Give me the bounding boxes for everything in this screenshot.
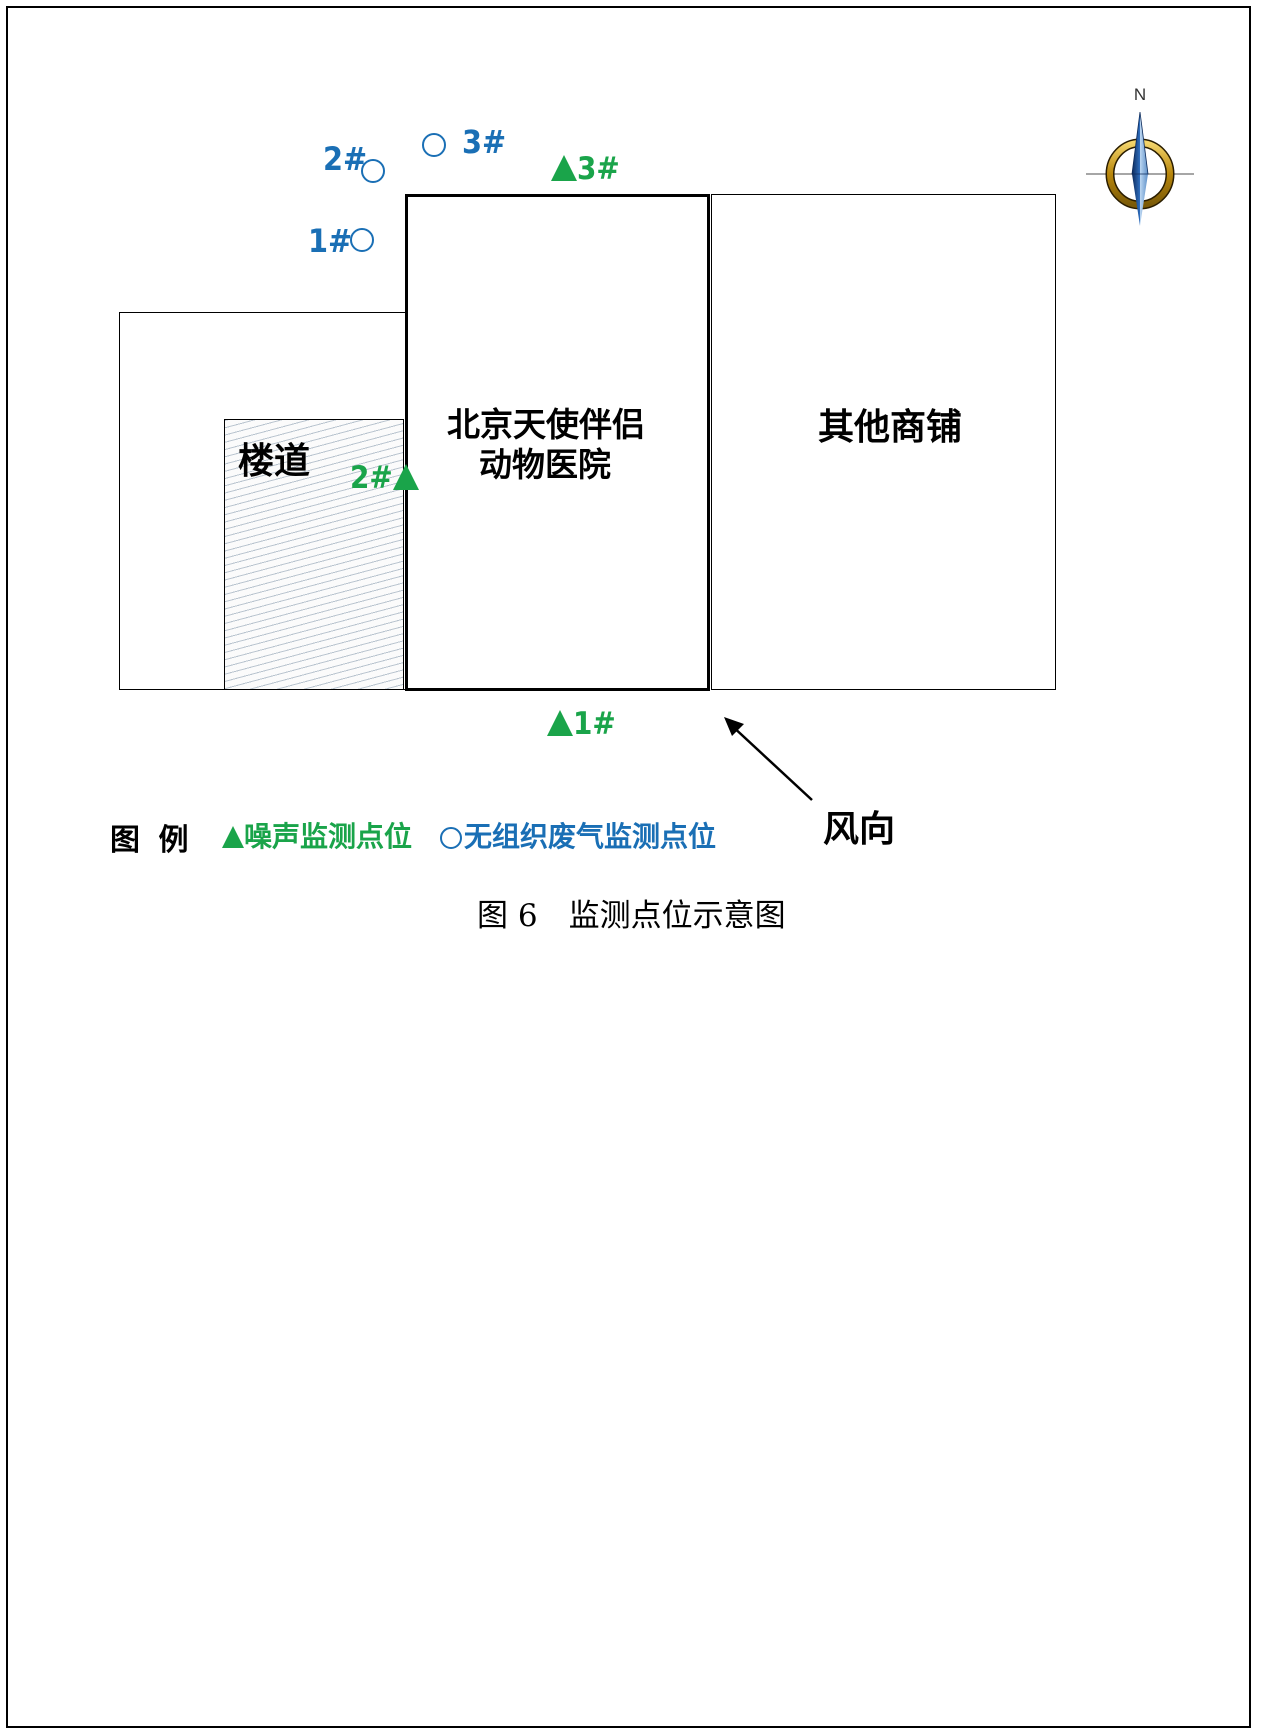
noise-point-1-label: 1# (573, 706, 616, 742)
air-point-1-circle (350, 228, 374, 252)
hospital-label-line2: 动物医院 (479, 445, 611, 484)
legend-air-label: 无组织废气监测点位 (464, 820, 717, 853)
north-compass-icon: N (1086, 85, 1194, 226)
hospital-building (405, 194, 710, 691)
noise-triangle-icon (551, 155, 577, 181)
legend-noise-triangle-icon (222, 826, 244, 848)
air-point-2-label: 2# (323, 140, 368, 178)
noise-point-2-label: 2# (350, 460, 393, 496)
wind-direction-label: 风向 (823, 809, 896, 850)
page-frame (6, 6, 1251, 1728)
compass-north-label: N (1134, 85, 1146, 104)
other-shops-label: 其他商铺 (818, 407, 963, 448)
noise-point-1: 1# (547, 706, 616, 742)
air-point-3-label: 3# (462, 123, 507, 161)
noise-triangle-icon (547, 710, 573, 736)
noise-point-3-label: 3# (577, 151, 620, 187)
stairwell-area (224, 419, 404, 690)
legend-air-item: 无组织废气监测点位 (440, 815, 716, 855)
air-point-3-circle (422, 133, 446, 157)
hospital-label-line1: 北京天使伴侣 (447, 405, 645, 444)
legend-title: 图 例 (110, 823, 193, 858)
air-point-1-label: 1# (308, 222, 353, 260)
figure-caption: 图 6 监测点位示意图 (477, 898, 786, 934)
other-shops-building (711, 194, 1056, 690)
legend-air-circle-icon (440, 827, 462, 849)
stairwell-label: 楼道 (238, 441, 311, 482)
noise-point-3: 3# (551, 151, 620, 187)
air-point-2-circle (361, 159, 385, 183)
noise-point-2: 2# (350, 460, 419, 496)
wind-direction-arrow-icon (724, 717, 813, 801)
legend-noise-item: 噪声监测点位 (222, 815, 412, 855)
legend-noise-label: 噪声监测点位 (244, 820, 413, 853)
noise-triangle-icon (392, 464, 419, 490)
